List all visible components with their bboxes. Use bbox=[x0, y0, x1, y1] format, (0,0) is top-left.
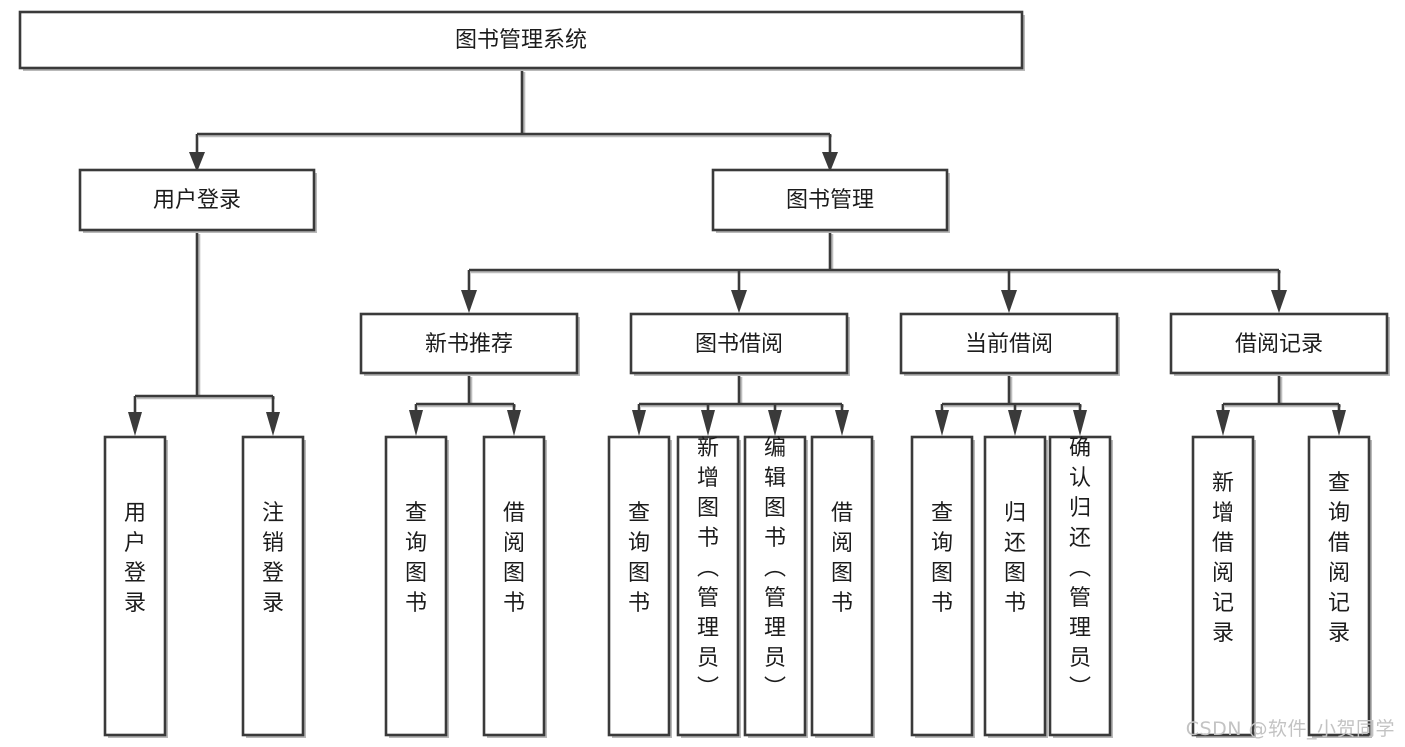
node-current-borrow-label: 当前借阅 bbox=[965, 332, 1053, 357]
arrow-head-book-borrow bbox=[731, 290, 747, 313]
arrow-head-cb-leaf-1 bbox=[935, 410, 949, 436]
leaf-current-borrow-confirm-box bbox=[1048, 435, 1112, 737]
leaf-new-book-query[interactable]: 查询图书 bbox=[384, 435, 449, 738]
leaf-book-borrow-edit[interactable]: 编辑图书︵管理员︶ bbox=[743, 435, 808, 738]
node-root-label: 图书管理系统 bbox=[455, 28, 587, 53]
node-root-box bbox=[18, 10, 1024, 70]
node-new-book-recommend-box bbox=[359, 312, 579, 375]
leaf-new-book-borrow[interactable]: 借阅图书 bbox=[482, 435, 547, 738]
node-user-login[interactable]: 用户登录 bbox=[78, 168, 317, 233]
node-book-management[interactable]: 图书管理 bbox=[711, 168, 950, 233]
leaf-book-borrow-borrow-label: 借阅图书 bbox=[831, 501, 853, 616]
arrow-head-cb-leaf-2 bbox=[1008, 410, 1022, 436]
node-user-login-box bbox=[78, 168, 316, 232]
leaf-borrow-record-query[interactable]: 查询借阅记录 bbox=[1307, 435, 1372, 738]
leaf-book-borrow-borrow-box bbox=[810, 435, 874, 737]
arrow-head-bb-leaf-4 bbox=[835, 410, 849, 436]
arrow-head-br-leaf-1 bbox=[1216, 410, 1230, 436]
leaf-current-borrow-return-label: 归还图书 bbox=[1004, 501, 1026, 616]
arrow-head-bb-leaf-3 bbox=[768, 410, 782, 436]
node-user-login-label: 用户登录 bbox=[153, 188, 241, 213]
arrow-head-leaf-user-login bbox=[128, 412, 142, 436]
node-root[interactable]: 图书管理系统 bbox=[18, 10, 1025, 71]
leaf-new-book-borrow-label: 借阅图书 bbox=[503, 501, 525, 616]
leaf-current-borrow-confirm-label: 确认归还︵管理员︶ bbox=[1069, 436, 1091, 701]
leaf-new-book-borrow-box bbox=[482, 435, 546, 737]
arrow-head-new-book bbox=[461, 290, 477, 313]
leaf-borrow-record-add-label: 新增借阅记录 bbox=[1212, 471, 1234, 646]
leaf-book-borrow-edit-label: 编辑图书︵管理员︶ bbox=[764, 436, 786, 701]
node-borrow-record-box bbox=[1169, 312, 1389, 375]
leaf-user-login-logout[interactable]: 注销登录 bbox=[241, 435, 306, 738]
arrow-head-leaf-logout bbox=[266, 412, 280, 436]
leaf-book-borrow-query-label: 查询图书 bbox=[628, 501, 650, 616]
leaf-current-borrow-query-box bbox=[910, 435, 974, 737]
arrow-head-nb-leaf-2 bbox=[507, 410, 521, 436]
csdn-watermark: CSDN @软件_小贺同学 bbox=[1185, 718, 1395, 740]
node-new-book-recommend-label: 新书推荐 bbox=[425, 332, 513, 357]
node-borrow-record-label: 借阅记录 bbox=[1235, 332, 1323, 357]
arrow-head-cb-leaf-3 bbox=[1073, 410, 1087, 436]
leaf-current-borrow-query-label: 查询图书 bbox=[931, 501, 953, 616]
arrow-head-user-login bbox=[189, 152, 205, 172]
leaf-user-login-signin[interactable]: 用户登录 bbox=[103, 435, 168, 738]
leaf-book-borrow-borrow[interactable]: 借阅图书 bbox=[810, 435, 875, 738]
node-book-borrow-box bbox=[629, 312, 849, 375]
arrow-head-book-mgmt bbox=[822, 152, 838, 172]
node-borrow-record[interactable]: 借阅记录 bbox=[1169, 312, 1390, 376]
node-current-borrow-box bbox=[899, 312, 1119, 375]
leaf-current-borrow-return[interactable]: 归还图书 bbox=[983, 435, 1048, 738]
arrow-head-br-leaf-2 bbox=[1332, 410, 1346, 436]
arrow-head-bb-leaf-2 bbox=[701, 410, 715, 436]
leaf-user-login-signin-label: 用户登录 bbox=[124, 501, 146, 616]
leaf-current-borrow-query[interactable]: 查询图书 bbox=[910, 435, 975, 738]
leaf-new-book-query-label: 查询图书 bbox=[405, 501, 427, 616]
arrow-head-borrow-record bbox=[1271, 290, 1287, 313]
node-new-book-recommend[interactable]: 新书推荐 bbox=[359, 312, 580, 376]
node-book-borrow[interactable]: 图书借阅 bbox=[629, 312, 850, 376]
leaf-borrow-record-add-box bbox=[1191, 435, 1255, 737]
arrow-head-nb-leaf-1 bbox=[409, 410, 423, 436]
node-book-management-box bbox=[711, 168, 949, 232]
leaf-user-login-logout-box bbox=[241, 435, 305, 737]
leaf-borrow-record-add[interactable]: 新增借阅记录 bbox=[1191, 435, 1256, 738]
arrow-head-current-borrow bbox=[1001, 290, 1017, 313]
node-current-borrow[interactable]: 当前借阅 bbox=[899, 312, 1120, 376]
leaf-new-book-query-box bbox=[384, 435, 448, 737]
leaf-book-borrow-edit-box bbox=[743, 435, 807, 737]
leaf-current-borrow-confirm[interactable]: 确认归还︵管理员︶ bbox=[1048, 435, 1113, 738]
leaf-book-borrow-query-box bbox=[607, 435, 671, 737]
leaf-book-borrow-add[interactable]: 新增图书︵管理员︶ bbox=[676, 435, 741, 738]
leaf-borrow-record-query-label: 查询借阅记录 bbox=[1328, 471, 1350, 646]
leaf-borrow-record-query-box bbox=[1307, 435, 1371, 737]
leaf-current-borrow-return-box bbox=[983, 435, 1047, 737]
leaf-user-login-logout-label: 注销登录 bbox=[262, 501, 284, 616]
connector-layer bbox=[128, 70, 1346, 436]
node-book-management-label: 图书管理 bbox=[786, 188, 874, 213]
leaf-book-borrow-query[interactable]: 查询图书 bbox=[607, 435, 672, 738]
leaf-user-login-signin-box bbox=[103, 435, 167, 737]
leaf-book-borrow-add-label: 新增图书︵管理员︶ bbox=[697, 436, 719, 701]
node-book-borrow-label: 图书借阅 bbox=[695, 332, 783, 357]
leaf-book-borrow-add-box bbox=[676, 435, 740, 737]
arrow-head-bb-leaf-1 bbox=[632, 410, 646, 436]
